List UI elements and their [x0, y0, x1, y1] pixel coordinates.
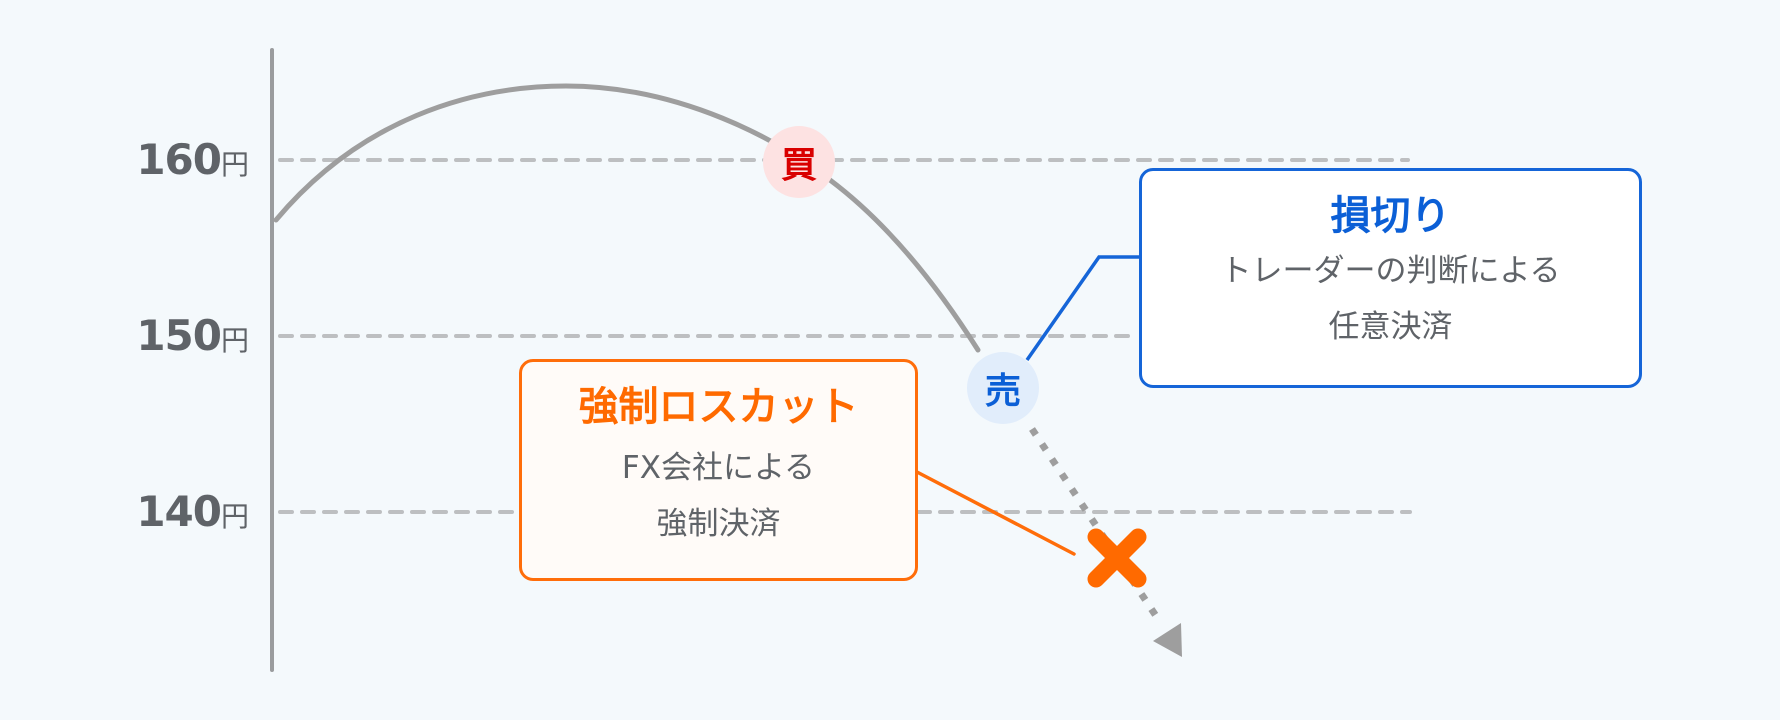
y-label-150: 150円	[136, 311, 249, 361]
stop-loss-connector	[1025, 255, 1140, 362]
y-label-value: 150	[136, 311, 222, 360]
arrowhead-icon	[1153, 623, 1182, 657]
gridlines	[278, 158, 1412, 514]
y-label-unit: 円	[220, 500, 249, 533]
buy-marker-label: 買	[780, 145, 817, 186]
callout-title: 強制ロスカット	[578, 384, 859, 430]
sell-marker-label: 売	[984, 371, 1021, 412]
losscut-x-icon	[1087, 528, 1147, 588]
callout-body-line: トレーダーの判断による	[1220, 253, 1561, 289]
y-label-value: 160	[136, 135, 222, 184]
callout-title: 損切り	[1330, 193, 1451, 239]
callout-body-line: 強制決済	[656, 506, 781, 542]
y-label-160: 160円	[136, 135, 249, 185]
sell-marker: 売	[967, 352, 1039, 424]
y-label-unit: 円	[220, 324, 249, 357]
y-label-value: 140	[136, 487, 222, 536]
callout-body-line: FX会社による	[621, 450, 816, 486]
callout-body-line: 任意決済	[1328, 309, 1453, 345]
projection-dotted-line	[1029, 427, 1163, 624]
y-label-140: 140円	[136, 487, 249, 537]
stop-loss-callout: 損切り トレーダーの判断による 任意決済	[1139, 168, 1642, 388]
price-curve	[273, 83, 981, 353]
forced-losscut-callout: 強制ロスカット FX会社による 強制決済	[519, 359, 918, 581]
y-label-unit: 円	[220, 148, 249, 181]
losscut-connector	[915, 470, 1076, 556]
buy-marker: 買	[763, 126, 835, 198]
